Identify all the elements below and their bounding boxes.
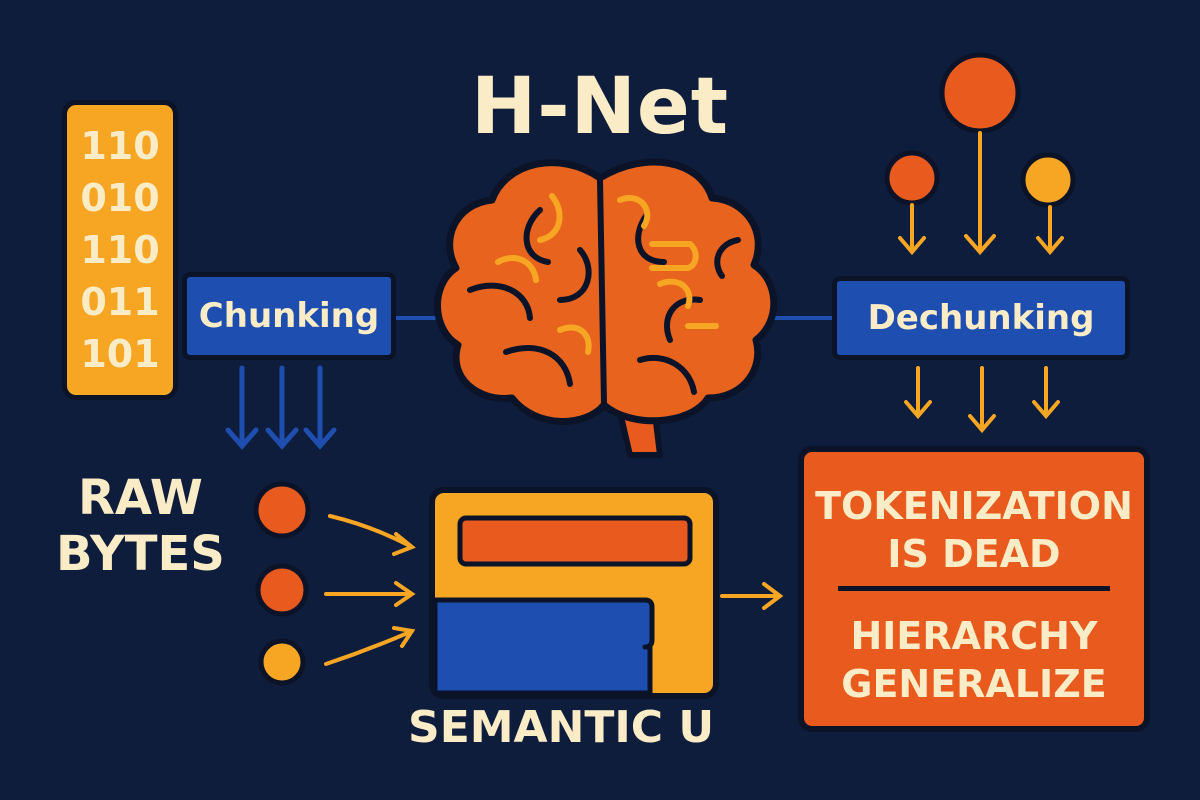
chunking-label: Chunking: [198, 296, 380, 336]
raw-byte-nodes: [253, 481, 311, 686]
binary-bytes-column: 110 010 110 011 101: [62, 100, 178, 400]
node-circle-icon: [884, 150, 940, 206]
semantic-unit-box: [429, 487, 719, 699]
raw-bytes-label: RAW BYTES: [56, 470, 225, 582]
chunking-down-arrows: [225, 365, 337, 450]
semantic-unit-label: SEMANTIC U: [408, 702, 715, 753]
dechunking-box: Dechunking: [832, 276, 1130, 360]
result-line: IS DEAD: [887, 532, 1061, 576]
result-box: TOKENIZATION IS DEAD HIERARCHY GENERALIZ…: [798, 446, 1150, 732]
arrow-down-icon: [968, 366, 996, 434]
arrow-down-icon: [225, 365, 259, 450]
arrow-right-icon: [720, 582, 784, 610]
result-line: GENERALIZE: [841, 662, 1107, 706]
result-divider: [838, 586, 1110, 591]
node-circle-icon: [253, 481, 311, 539]
arrow-down-icon: [964, 131, 996, 256]
arrow-down-icon: [898, 203, 926, 256]
result-line: TOKENIZATION: [815, 484, 1133, 528]
node-circle-icon: [1020, 152, 1076, 208]
raw-bytes-line: RAW: [77, 470, 203, 526]
arrow-down-icon: [904, 366, 932, 420]
arrow-right-icon: [324, 626, 416, 666]
arrow-right-icon: [324, 581, 416, 607]
top-down-arrows: [898, 131, 1064, 256]
arrow-down-icon: [303, 365, 337, 450]
byte-row: 110: [80, 228, 160, 272]
byte-row: 101: [80, 332, 160, 376]
diagram-title: H-Net: [470, 62, 730, 152]
byte-row: 011: [80, 280, 160, 324]
node-circle-icon: [258, 638, 306, 686]
arrow-down-icon: [265, 365, 299, 450]
raw-to-semantic-arrows: [324, 514, 416, 666]
semantic-bar-orange: [457, 515, 693, 567]
chunking-box: Chunking: [182, 272, 396, 360]
dechunking-label: Dechunking: [867, 298, 1095, 338]
result-top-text: TOKENIZATION IS DEAD: [804, 482, 1144, 578]
arrow-right-icon: [328, 514, 416, 556]
byte-row: 110: [80, 124, 160, 168]
result-bottom-text: HIERARCHY GENERALIZE: [804, 612, 1144, 708]
arrow-down-icon: [1032, 366, 1060, 420]
byte-row: 010: [80, 176, 160, 220]
brain-icon: [434, 158, 778, 458]
arrow-down-icon: [1036, 205, 1064, 256]
raw-bytes-line: BYTES: [56, 526, 225, 582]
result-line: HIERARCHY: [850, 614, 1098, 658]
dechunking-down-arrows: [904, 366, 1060, 434]
node-circle-icon: [255, 563, 309, 617]
semantic-bar-blue: [432, 597, 655, 696]
